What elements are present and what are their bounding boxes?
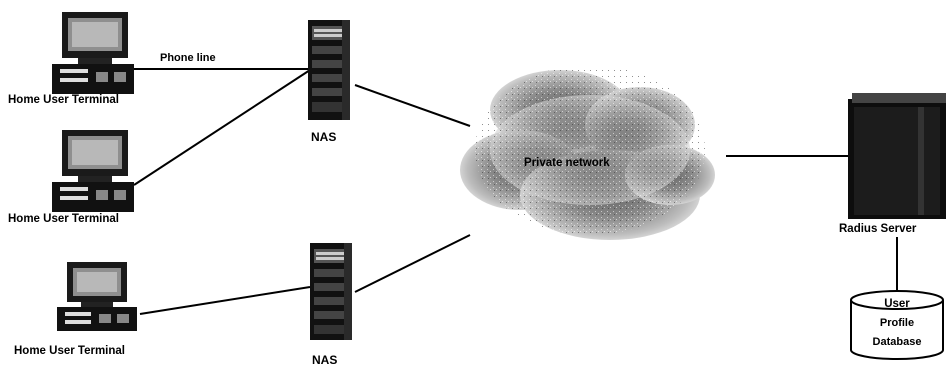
radius-server	[848, 93, 946, 221]
home-user-terminal-2	[52, 130, 134, 212]
terminal2-nas-link	[133, 69, 311, 186]
computer-terminal-icon	[52, 12, 134, 94]
connections	[133, 68, 898, 315]
server-tower-icon	[310, 243, 352, 340]
terminal-label-1: Home User Terminal	[8, 94, 119, 106]
nas-server-2	[310, 243, 352, 340]
network-label: Private network	[524, 157, 610, 169]
radius-label: Radius Server	[839, 223, 917, 235]
computer-terminal-icon	[52, 130, 134, 212]
phone-line-label: Phone line	[160, 52, 216, 64]
terminal-label-3: Home User Terminal	[14, 345, 125, 357]
home-user-terminal-3	[57, 262, 137, 331]
computer-terminal-icon	[57, 262, 137, 331]
nas-server-1	[308, 20, 350, 120]
database-label-line1: User	[884, 298, 910, 310]
cloud-icon	[460, 65, 715, 240]
nas-label-2: NAS	[312, 353, 337, 365]
nas2-network-link	[354, 234, 471, 293]
home-user-terminal-1	[52, 12, 134, 94]
database-label-line3: Database	[873, 336, 922, 348]
database-label-line2: Profile	[880, 317, 914, 329]
server-cabinet-icon	[848, 93, 946, 221]
nas-label-1: NAS	[311, 130, 336, 144]
server-tower-icon	[308, 20, 350, 120]
nas1-network-link	[354, 84, 471, 127]
terminal3-nas-link	[139, 286, 311, 315]
private-network-cloud: Private network	[460, 65, 715, 240]
database-cylinder-icon	[850, 290, 944, 360]
terminal-label-2: Home User Terminal	[8, 213, 119, 225]
user-profile-database: User Profile Database	[850, 290, 944, 360]
